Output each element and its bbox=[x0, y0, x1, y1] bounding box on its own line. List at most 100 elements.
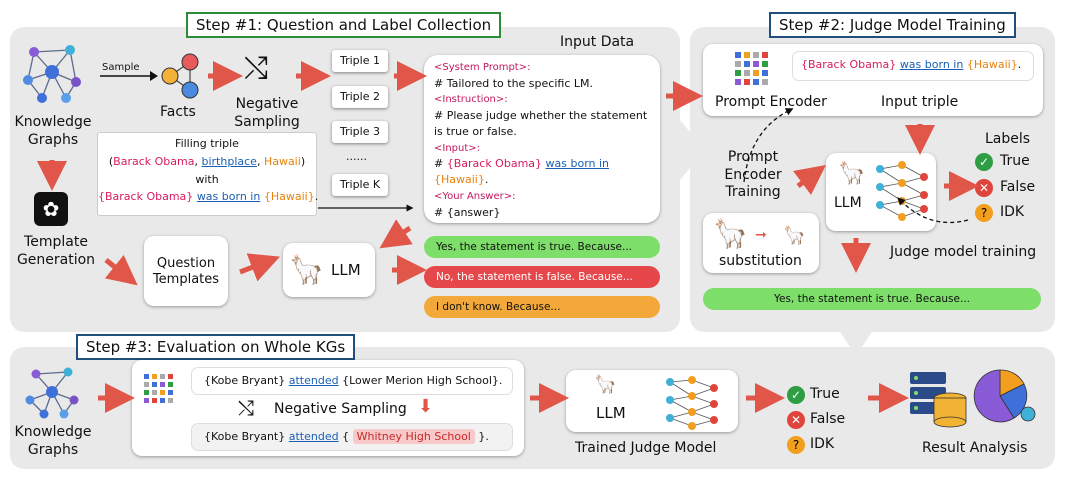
filling-object: Hawaii bbox=[263, 155, 301, 168]
question-templates-label: Question Templates bbox=[144, 256, 228, 289]
kg-label: Knowledge Graphs bbox=[8, 114, 98, 149]
label-true: True bbox=[1000, 153, 1030, 169]
template-object: {Hawaii} bbox=[263, 190, 315, 203]
kg-label-text: Knowledge Graphs bbox=[14, 114, 92, 148]
step3-t1-relation: attended bbox=[288, 374, 339, 387]
step3-triple1-box bbox=[192, 368, 512, 394]
substitution-arrow: ➞ bbox=[755, 227, 767, 243]
kg-label-step3-text: Knowledge Graphs bbox=[14, 424, 92, 458]
step3-t2-object: Whitney High School bbox=[352, 429, 475, 444]
step2-title: Step #2: Judge Model Training bbox=[769, 12, 1016, 38]
step2-triple-end: . bbox=[1017, 58, 1022, 71]
triple-ellipsis: ...... bbox=[346, 150, 367, 163]
input-subject: {Barack Obama} bbox=[446, 157, 543, 171]
input-relation: was born in bbox=[545, 157, 610, 171]
result-analysis-label: Result Analysis bbox=[922, 440, 1028, 456]
triple-3: Triple 3 bbox=[332, 121, 388, 143]
step3-false-label: False bbox=[810, 411, 846, 427]
filling-triple-box: Filling triple (Barack Obama, birthplace… bbox=[98, 133, 319, 215]
prompt-encoder-label: Prompt Encoder bbox=[715, 94, 827, 110]
step3-title: Step #3: Evaluation on Whole KGs bbox=[76, 334, 356, 360]
step3-triple2: {Kobe Bryant} attended { Whitney High Sc… bbox=[204, 429, 489, 444]
answer-tag: <Your Answer>: bbox=[434, 191, 516, 203]
shuffle-icon: ⤭ bbox=[244, 51, 268, 86]
step2-triple-relation: was born in bbox=[899, 58, 964, 71]
paren-open: ( bbox=[108, 155, 114, 168]
negative-sampling-text: Negative Sampling bbox=[234, 96, 300, 130]
instruction-text: # Please judge whether the statement is … bbox=[434, 108, 648, 138]
label-idk-icon: ? bbox=[975, 204, 993, 222]
trained-judge-label: Trained Judge Model bbox=[575, 440, 717, 456]
llama-icon-step3: 🦙 bbox=[594, 374, 617, 395]
input-end: . bbox=[484, 173, 489, 187]
labels-title: Labels bbox=[985, 131, 1031, 147]
step3-t1-subject: {Kobe Bryant} bbox=[204, 374, 286, 387]
filling-title: Filling triple bbox=[175, 137, 239, 150]
down-arrow-step3: ⬇ bbox=[418, 396, 434, 417]
encoder-grid-icon bbox=[735, 52, 768, 85]
response-true: Yes, the statement is true. Because... bbox=[424, 236, 660, 258]
filling-relation: birthplace bbox=[201, 155, 257, 168]
step3-t2-close: }. bbox=[478, 430, 489, 443]
prompt-encoder-training-label: Prompt Encoder Training bbox=[717, 149, 789, 202]
step3-true-icon: ✓ bbox=[787, 386, 805, 404]
template-subject: {Barack Obama} bbox=[98, 190, 194, 203]
trained-judge-card: 🦙 LLM bbox=[566, 370, 738, 432]
negative-sampling-label: Negative Sampling bbox=[232, 96, 302, 131]
step3-true-label: True bbox=[810, 386, 840, 402]
llama-small-icon: 🦙 bbox=[783, 225, 806, 246]
label-idk: IDK bbox=[1000, 204, 1025, 220]
question-templates-card: Question Templates bbox=[144, 236, 228, 306]
step1-title: Step #1: Question and Label Collection bbox=[186, 12, 502, 38]
template-generation-label: Template Generation bbox=[10, 234, 102, 269]
step3-false-icon: ✕ bbox=[787, 411, 805, 429]
filling-template-line: {Barack Obama} was born in {Hawaii}. bbox=[98, 190, 319, 204]
facts-label: Facts bbox=[160, 104, 196, 120]
llm-label-step3: LLM bbox=[596, 404, 626, 422]
system-text: # Tailored to the specific LM. bbox=[434, 76, 593, 90]
step3-triple1: {Kobe Bryant} attended {Lower Merion Hig… bbox=[204, 374, 502, 387]
label-true-icon: ✓ bbox=[975, 153, 993, 171]
llama-large-icon: 🦙 bbox=[713, 217, 748, 250]
input-triple-label: Input triple bbox=[881, 94, 959, 110]
step2-response: Yes, the statement is true. Because... bbox=[703, 288, 1041, 310]
response-idk: I don't know. Because... bbox=[424, 296, 660, 318]
sample-label: Sample bbox=[102, 62, 140, 73]
paren-close: ) bbox=[300, 155, 306, 168]
input-tag: <Input>: bbox=[434, 142, 481, 154]
step3-triples-card: {Kobe Bryant} attended {Lower Merion Hig… bbox=[132, 360, 524, 456]
llm-label-step1: LLM bbox=[331, 261, 361, 279]
step3-idk-icon: ? bbox=[787, 436, 805, 454]
step3-t1-end: . bbox=[498, 374, 503, 387]
label-false: False bbox=[1000, 179, 1036, 195]
neural-net-icon-step2 bbox=[876, 161, 928, 221]
instruction-tag: <Instruction>: bbox=[434, 94, 508, 106]
question-templates-text: Question Templates bbox=[152, 256, 220, 288]
neg-sampling-step3: Negative Sampling bbox=[274, 401, 407, 417]
llm-card-step2: 🦙 LLM bbox=[826, 153, 936, 231]
sep-1: , bbox=[194, 155, 202, 168]
template-relation: was born in bbox=[196, 190, 261, 203]
prompt-content: <System Prompt>: # Tailored to the speci… bbox=[434, 61, 656, 221]
input-data-title: Input Data bbox=[560, 34, 635, 50]
triple-1: Triple 1 bbox=[332, 50, 388, 72]
kg-label-step3: Knowledge Graphs bbox=[8, 424, 98, 459]
input-object: {Hawaii} bbox=[434, 173, 485, 187]
prompt-encoder-card: {Barack Obama} was born in {Hawaii}. Pro… bbox=[703, 44, 1043, 116]
step3-t2-relation: attended bbox=[288, 430, 339, 443]
llama-icon-step2: 🦙 bbox=[838, 161, 866, 186]
filling-with: with bbox=[195, 173, 219, 186]
input-prefix: # bbox=[434, 157, 447, 171]
filling-triple-line: (Barack Obama, birthplace, Hawaii) bbox=[98, 155, 316, 169]
step3-idk-label: IDK bbox=[810, 436, 835, 452]
step2-triple-text: {Barack Obama} was born in {Hawaii}. bbox=[801, 58, 1021, 71]
input-line: # {Barack Obama} was born in {Hawaii}. bbox=[434, 156, 656, 188]
template-end: . bbox=[314, 190, 319, 203]
